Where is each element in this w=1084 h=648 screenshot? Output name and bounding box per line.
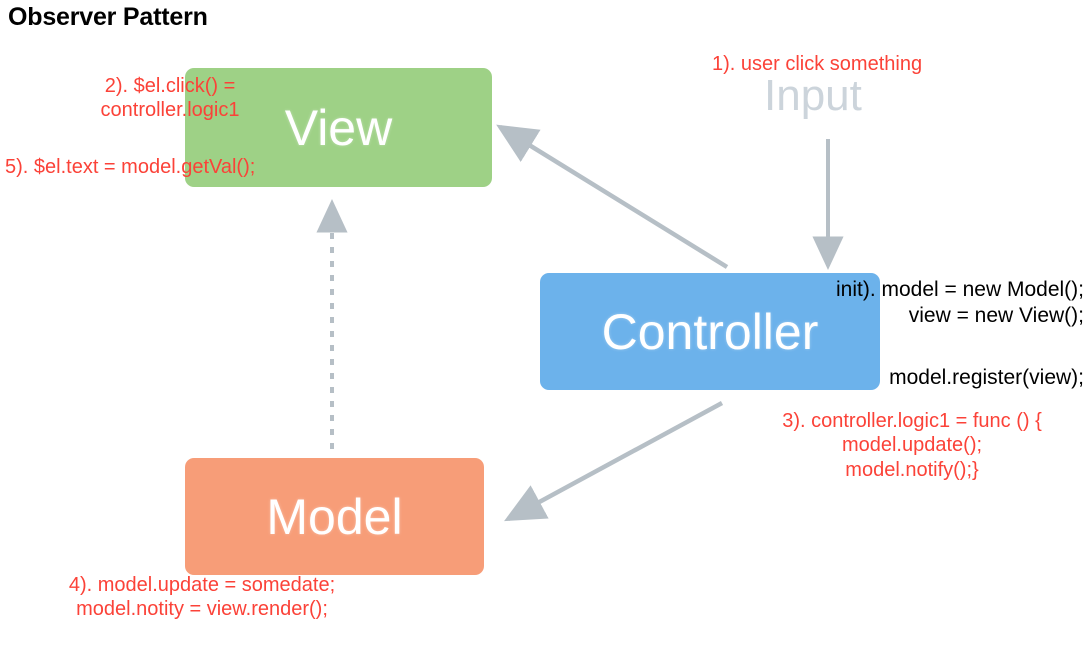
annotation-step-1: 1). user click something [712,53,923,75]
arrow-controller-to-view [496,124,729,269]
node-controller-label: Controller [601,303,819,360]
annotation-init: init). model = new Model(); view = new V… [835,278,1084,327]
page-title: Observer Pattern [8,3,208,31]
annotation-step-5: 5). $el.text = model.getVal(); [5,156,256,178]
annotation-step-2: 2). $el.click() = controller.logic1 [100,75,240,122]
node-view-label: View [284,99,393,156]
node-input-label: Input [764,71,862,120]
annotation-step-3: 3). controller.logic1 = func () { model.… [782,410,1042,481]
arrow-controller-to-model [504,401,724,522]
node-model-label: Model [266,488,403,545]
annotation-register: model.register(view); [889,366,1084,389]
node-model[interactable]: Model [185,458,484,575]
node-view[interactable]: View [185,68,492,187]
annotation-step-4: 4). model.update = somedate; model.notit… [68,574,336,621]
node-controller[interactable]: Controller [540,273,880,390]
